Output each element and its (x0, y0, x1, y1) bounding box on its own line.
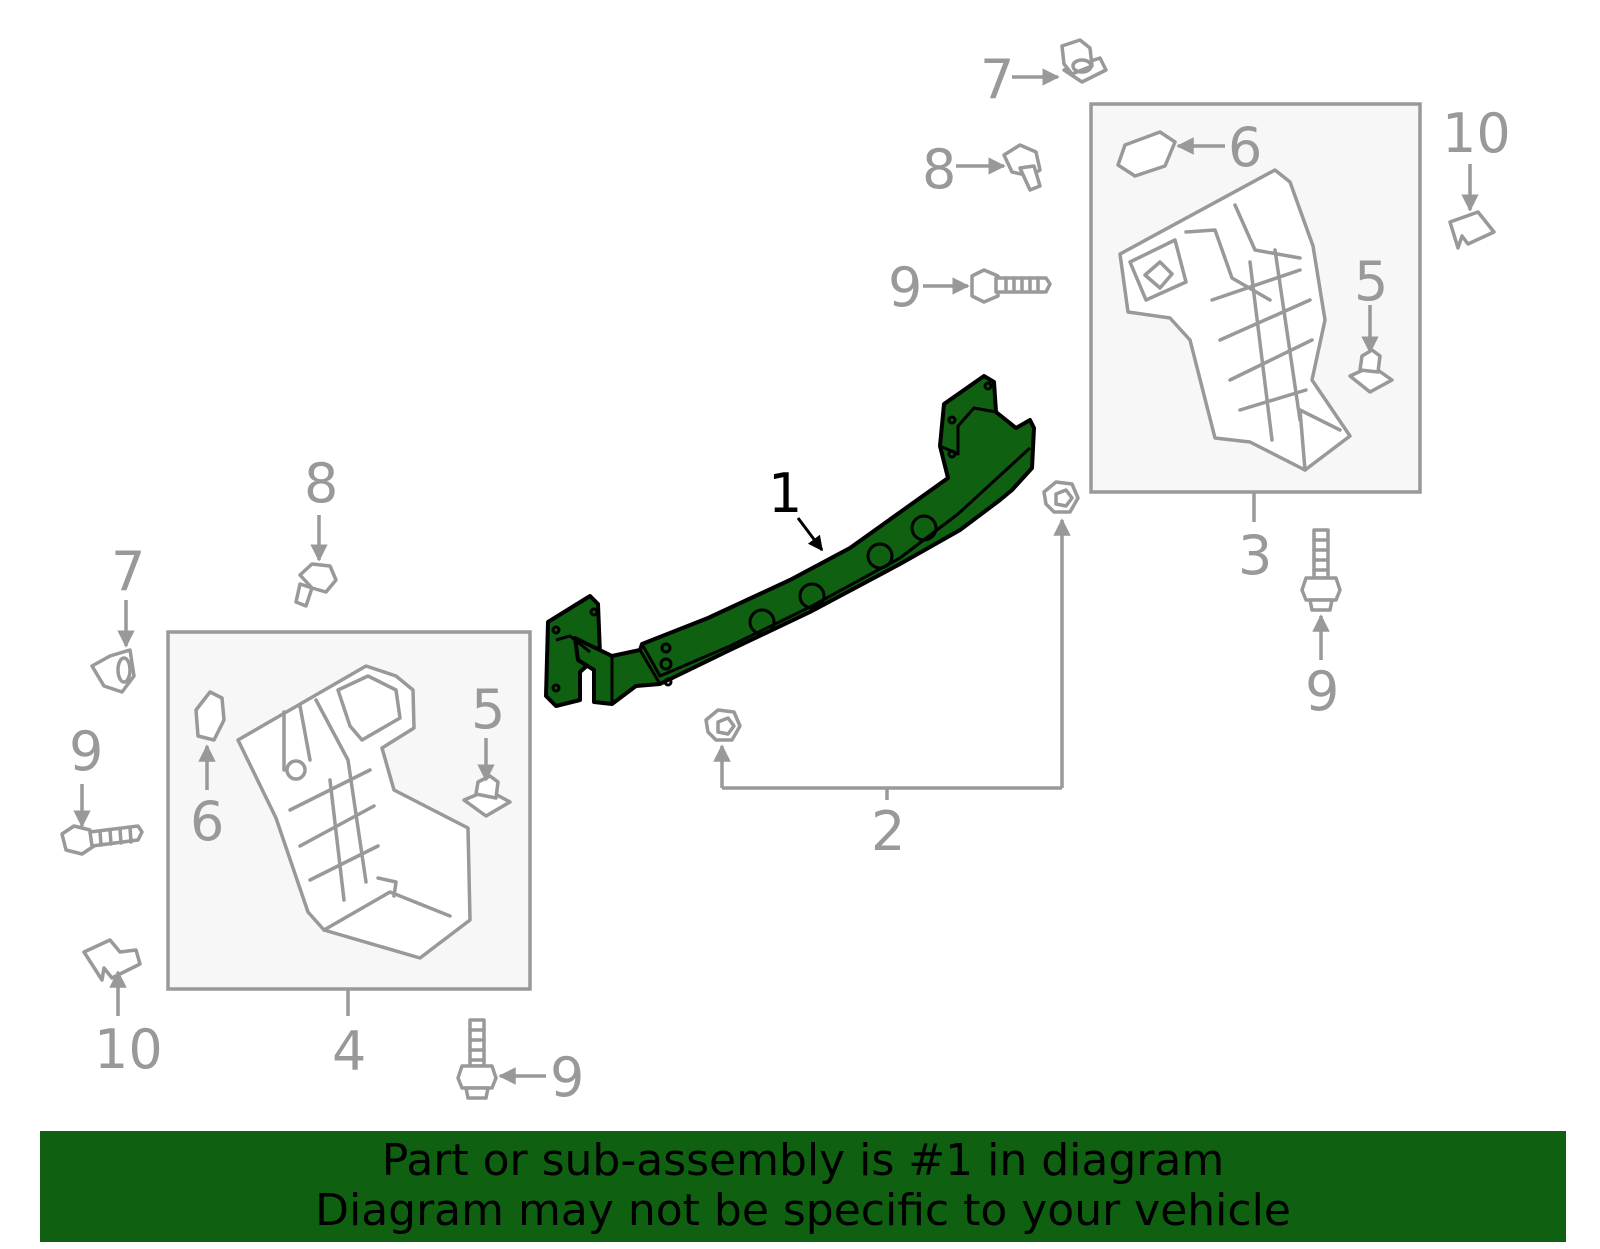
beam-hole (660, 642, 672, 654)
banner-line-2: Diagram may not be specific to your vehi… (315, 1185, 1291, 1236)
beam-hole (659, 657, 673, 671)
beam-hole (947, 415, 957, 425)
left-bolt-vertical-part[interactable] (456, 1018, 498, 1100)
right-rivet-part[interactable] (1002, 143, 1042, 192)
callout-right-rivet[interactable]: 8 (922, 138, 956, 201)
beam-hole (663, 677, 673, 687)
banner-line-1: Part or sub-assembly is #1 in diagram (381, 1135, 1225, 1186)
left-nut-top-part[interactable] (90, 648, 136, 694)
callout-right-nut-top[interactable]: 7 (980, 48, 1014, 111)
callout-right-bolt-vertical[interactable]: 9 (1305, 660, 1339, 723)
callout-left-bolt-vertical[interactable]: 9 (550, 1046, 584, 1109)
callout-right-retainer[interactable]: 10 (1442, 102, 1511, 165)
beam-hole (798, 582, 826, 610)
right-bolt-vertical-part[interactable] (1300, 528, 1342, 612)
beam-hole (983, 381, 993, 391)
right-bolt-horizontal-part[interactable] (970, 268, 1052, 304)
right-bracket-group: 6 5 3 (1089, 102, 1422, 587)
callout-right-seal[interactable]: 6 (1228, 116, 1262, 179)
callout-left-bracket[interactable]: 4 (332, 1020, 366, 1083)
beam-hole (866, 542, 894, 570)
callout-left-bolt-horizontal[interactable]: 9 (69, 720, 103, 783)
right-retainer-part[interactable] (1448, 210, 1496, 250)
beam-hole (551, 683, 561, 693)
bumper-reinforcement-beam[interactable] (544, 374, 1036, 708)
beam-hole (589, 607, 599, 617)
beam-hole (947, 449, 957, 459)
right-clip-part[interactable] (1348, 348, 1394, 394)
beam-hole (910, 514, 938, 542)
callout-left-retainer[interactable]: 10 (94, 1018, 163, 1081)
callout-beam[interactable]: 1 (768, 462, 802, 525)
callout-left-clip[interactable]: 5 (471, 678, 505, 741)
callout-left-seal[interactable]: 6 (190, 790, 224, 853)
right-bracket-part[interactable] (1118, 168, 1352, 472)
left-retainer-part[interactable] (82, 938, 142, 982)
callout-right-clip[interactable]: 5 (1354, 250, 1388, 313)
callout-right-bracket[interactable]: 3 (1238, 524, 1272, 587)
callout-left-rivet[interactable]: 8 (304, 452, 338, 515)
info-banner: Part or sub-assembly is #1 in diagram Di… (40, 1131, 1566, 1242)
left-bracket-part[interactable] (236, 664, 472, 960)
callout-nuts[interactable]: 2 (871, 800, 905, 863)
beam-arrow (796, 517, 824, 552)
callout-right-bolt-horizontal[interactable]: 9 (888, 256, 922, 319)
right-seal-part[interactable] (1116, 130, 1177, 178)
right-nut-top-part[interactable] (1060, 38, 1108, 84)
callout-left-nut-top[interactable]: 7 (111, 540, 145, 603)
beam-hole (551, 625, 561, 635)
left-rivet-part[interactable] (294, 562, 338, 608)
left-bolt-horizontal-part[interactable] (60, 824, 144, 856)
nut-right-part[interactable] (1042, 480, 1080, 514)
left-seal-part[interactable] (194, 690, 226, 742)
beam-hole (748, 608, 776, 636)
nut-left-part[interactable] (704, 708, 742, 742)
left-bracket-group: 6 5 4 (166, 630, 532, 1083)
